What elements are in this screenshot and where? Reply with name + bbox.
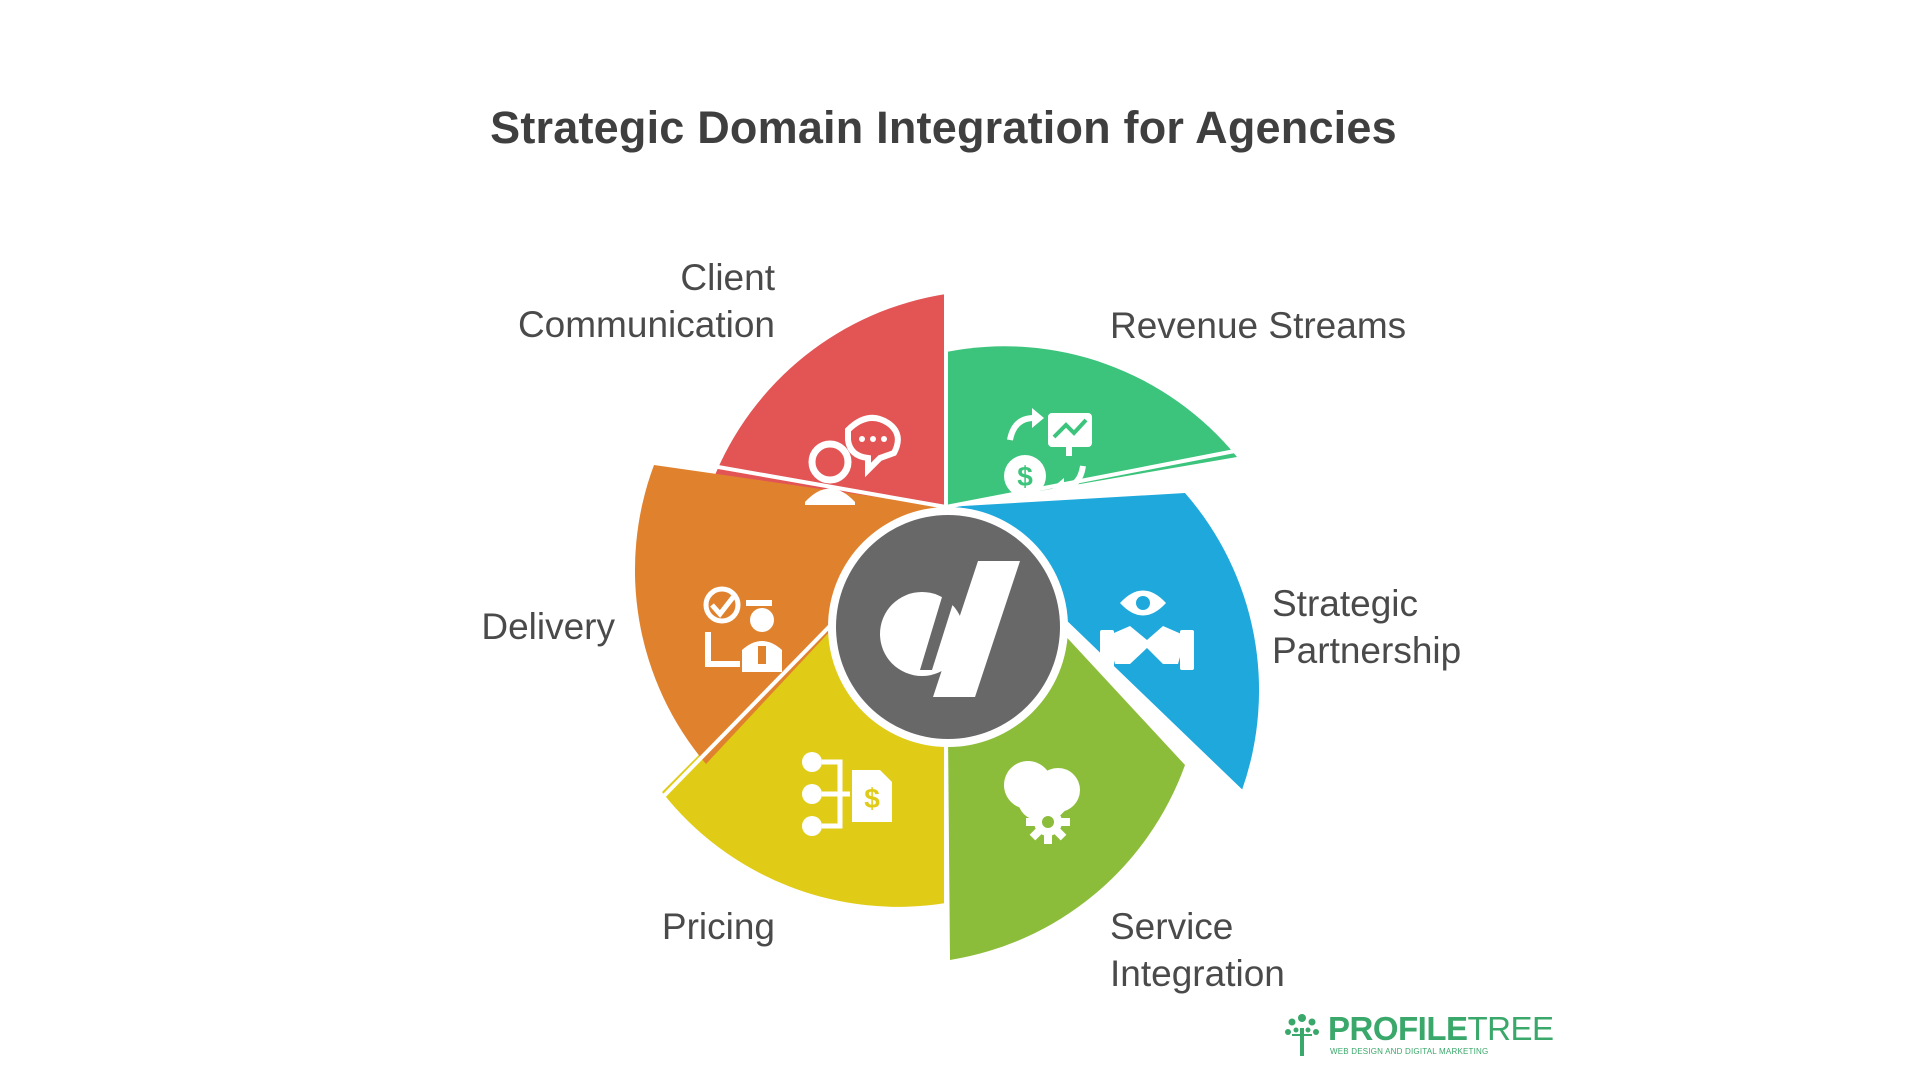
money-exchange-chart-icon: $ xyxy=(1004,408,1092,498)
brand-tagline: WEB DESIGN AND DIGITAL MARKETING xyxy=(1330,1047,1489,1056)
svg-text:$: $ xyxy=(864,783,880,814)
label-client-communication-line-1: Client xyxy=(680,257,775,298)
svg-text:$: $ xyxy=(1017,461,1033,492)
checklist-person-icon xyxy=(703,586,782,672)
label-revenue-streams-line-1: Revenue Streams xyxy=(1110,305,1407,346)
label-client-communication-line-2: Communication xyxy=(517,304,775,345)
label-revenue-streams: Revenue Streams xyxy=(1110,302,1406,349)
label-service-integration-line-1: Service xyxy=(1110,906,1234,947)
brand-bold: PROFILE xyxy=(1328,1010,1468,1047)
domain-d-logo-icon xyxy=(880,561,1020,697)
label-strategic-partnership-line-1: Strategic xyxy=(1272,583,1419,624)
label-client-communication: Client Communication xyxy=(518,254,775,348)
label-pricing: Pricing xyxy=(662,903,775,950)
label-strategic-partnership: Strategic Partnership xyxy=(1272,580,1461,674)
brand-light: TREE xyxy=(1467,1010,1555,1047)
label-delivery: Delivery xyxy=(481,603,615,650)
profiletree-watermark: PROFILETREE WEB DESIGN AND DIGITAL MARKE… xyxy=(1282,1010,1554,1062)
label-pricing-line-1: Pricing xyxy=(661,906,775,947)
hierarchy-price-tag-icon: $ xyxy=(802,752,892,836)
brand-wordmark: PROFILETREE xyxy=(1328,1010,1554,1048)
label-delivery-line-1: Delivery xyxy=(481,606,615,647)
eye-handshake-icon xyxy=(1100,590,1194,670)
customer-support-chat-icon xyxy=(805,414,901,505)
label-strategic-partnership-line-2: Partnership xyxy=(1272,630,1462,671)
label-service-integration-line-2: Integration xyxy=(1110,953,1285,994)
label-service-integration: Service Integration xyxy=(1110,903,1285,997)
tree-logo-icon xyxy=(1285,1014,1319,1056)
diagram-title: Strategic Domain Integration for Agencie… xyxy=(490,102,1397,153)
cloud-gear-icon xyxy=(1004,761,1080,844)
